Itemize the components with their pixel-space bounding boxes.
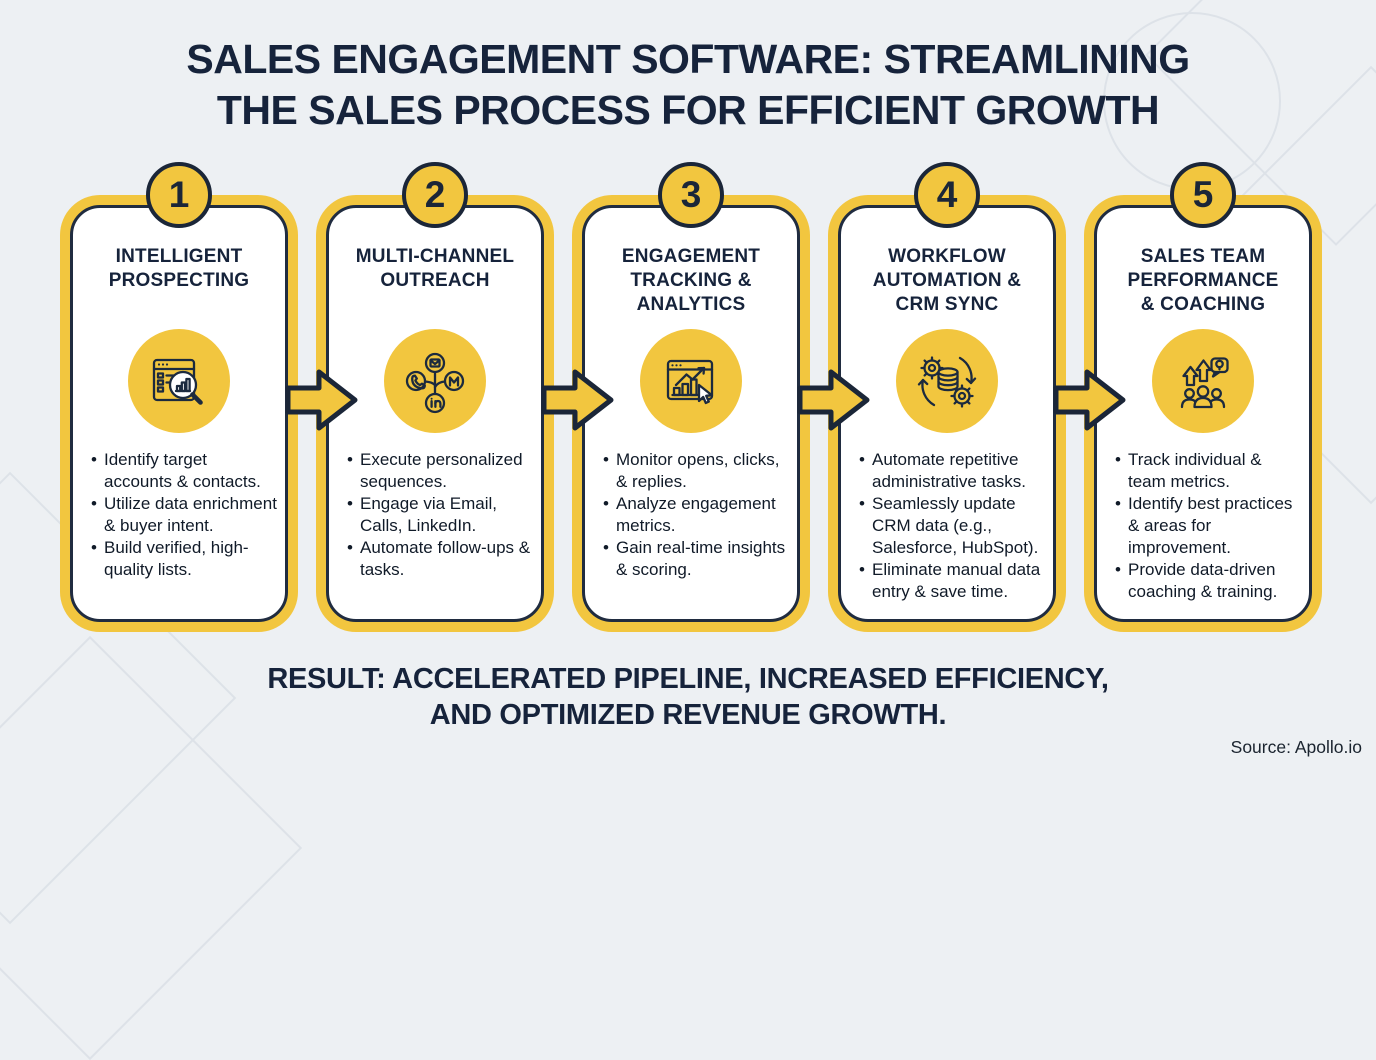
step-title: ENGAGEMENT TRACKING & ANALYTICS: [621, 246, 761, 315]
step-card-1-body: INTELLIGENT PROSPECTING: [70, 205, 288, 622]
step-icon-circle: [1152, 329, 1254, 433]
step-number-badge: 3: [658, 162, 724, 228]
step-icon-circle: [640, 329, 742, 433]
arrow-right-icon: [285, 369, 358, 431]
bullet-item: Provide data-driven coaching & training.: [1115, 559, 1301, 603]
automation-crm-sync-icon: [917, 356, 977, 408]
bullet-item: Identify target accounts & contacts.: [91, 449, 277, 493]
multichannel-network-icon: [405, 352, 465, 414]
step-icon-circle: [896, 329, 998, 433]
step-card-2: 2 MULTI-CHANNEL OUTREACH: [316, 162, 554, 632]
step-icon-circle: [384, 329, 486, 433]
arrow-right-icon: [797, 369, 870, 431]
step-bullet-list: Track individual & team metrics. Identif…: [1097, 449, 1309, 602]
step-title: INTELLIGENT PROSPECTING: [108, 246, 250, 291]
bullet-item: Engage via Email, Calls, LinkedIn.: [347, 493, 533, 537]
step-bullet-list: Monitor opens, clicks, & replies. Analyz…: [585, 449, 797, 581]
step-card-3: 3 ENGAGEMENT TRACKING & ANALYTICS: [572, 162, 810, 632]
bullet-item: Gain real-time insights & scoring.: [603, 537, 789, 581]
step-bullet-list: Automate repetitive administrative tasks…: [841, 449, 1053, 602]
source-attribution: Source: Apollo.io: [1230, 737, 1362, 757]
step-icon-circle: [128, 329, 230, 433]
step-title: MULTI-CHANNEL OUTREACH: [355, 246, 515, 291]
step-card-1: 1 INTELLIGENT PROSPECTING: [60, 162, 298, 632]
step-number-badge: 1: [146, 162, 212, 228]
prospecting-search-icon: [152, 358, 203, 405]
step-card-5: 5 SALES TEAM PERFORMANCE & COACHING: [1084, 162, 1322, 632]
bullet-item: Automate follow-ups & tasks.: [347, 537, 533, 581]
bullet-item: Monitor opens, clicks, & replies.: [603, 449, 789, 493]
step-number-badge: 5: [1170, 162, 1236, 228]
step-card-5-body: SALES TEAM PERFORMANCE & COACHING: [1094, 205, 1312, 622]
step-card-3-body: ENGAGEMENT TRACKING & ANALYTICS: [582, 205, 800, 622]
bullet-item: Seamlessly update CRM data (e.g., Salesf…: [859, 493, 1045, 559]
step-title: WORKFLOW AUTOMATION & CRM SYNC: [872, 246, 1022, 315]
step-card-2-body: MULTI-CHANNEL OUTREACH: [326, 205, 544, 622]
bullet-item: Build verified, high-quality lists.: [91, 537, 277, 581]
step-bullet-list: Identify target accounts & contacts. Uti…: [73, 449, 285, 581]
bullet-item: Identify best practices & areas for impr…: [1115, 493, 1301, 559]
step-title: SALES TEAM PERFORMANCE & COACHING: [1127, 246, 1279, 315]
step-number-badge: 2: [402, 162, 468, 228]
step-number-badge: 4: [914, 162, 980, 228]
arrow-right-icon: [1053, 369, 1126, 431]
step-card-4: 4 WORKFLOW AUTOMATION & CRM SYNC: [828, 162, 1066, 632]
process-steps-row: 1 INTELLIGENT PROSPECTING: [60, 162, 1322, 632]
bullet-item: Analyze engagement metrics.: [603, 493, 789, 537]
bullet-item: Eliminate manual data entry & save time.: [859, 559, 1045, 603]
bullet-item: Execute personalized sequences.: [347, 449, 533, 493]
team-performance-icon: [1180, 357, 1229, 409]
result-statement: RESULT: ACCELERATED PIPELINE, INCREASED …: [267, 663, 1109, 731]
bullet-item: Utilize data enrichment & buyer intent.: [91, 493, 277, 537]
step-bullet-list: Execute personalized sequences. Engage v…: [329, 449, 541, 581]
page-title: SALES ENGAGEMENT SOFTWARE: STREAMLINING …: [186, 36, 1190, 133]
bullet-item: Track individual & team metrics.: [1115, 449, 1301, 493]
bullet-item: Automate repetitive administrative tasks…: [859, 449, 1045, 493]
arrow-right-icon: [541, 369, 614, 431]
analytics-tracking-icon: [666, 359, 714, 405]
